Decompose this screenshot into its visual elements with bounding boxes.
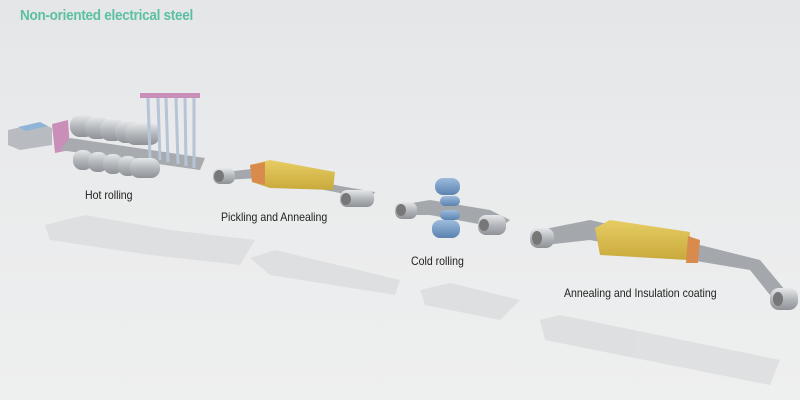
stage-label-annealing-insulation: Annealing and Insulation coating [564,286,717,300]
stage-label-hot-rolling: Hot rolling [85,188,133,202]
stage-label-pickling-annealing: Pickling and Annealing [221,210,328,224]
pickling-annealing-line [213,160,375,207]
cold-rolling-mill [395,178,510,238]
floor-shadows [45,215,780,385]
hot-rolling-machine [8,93,205,178]
annealing-insulation-line [530,220,798,310]
page-title: Non-oriented electrical steel [20,7,193,24]
stage-label-cold-rolling: Cold rolling [411,254,464,268]
